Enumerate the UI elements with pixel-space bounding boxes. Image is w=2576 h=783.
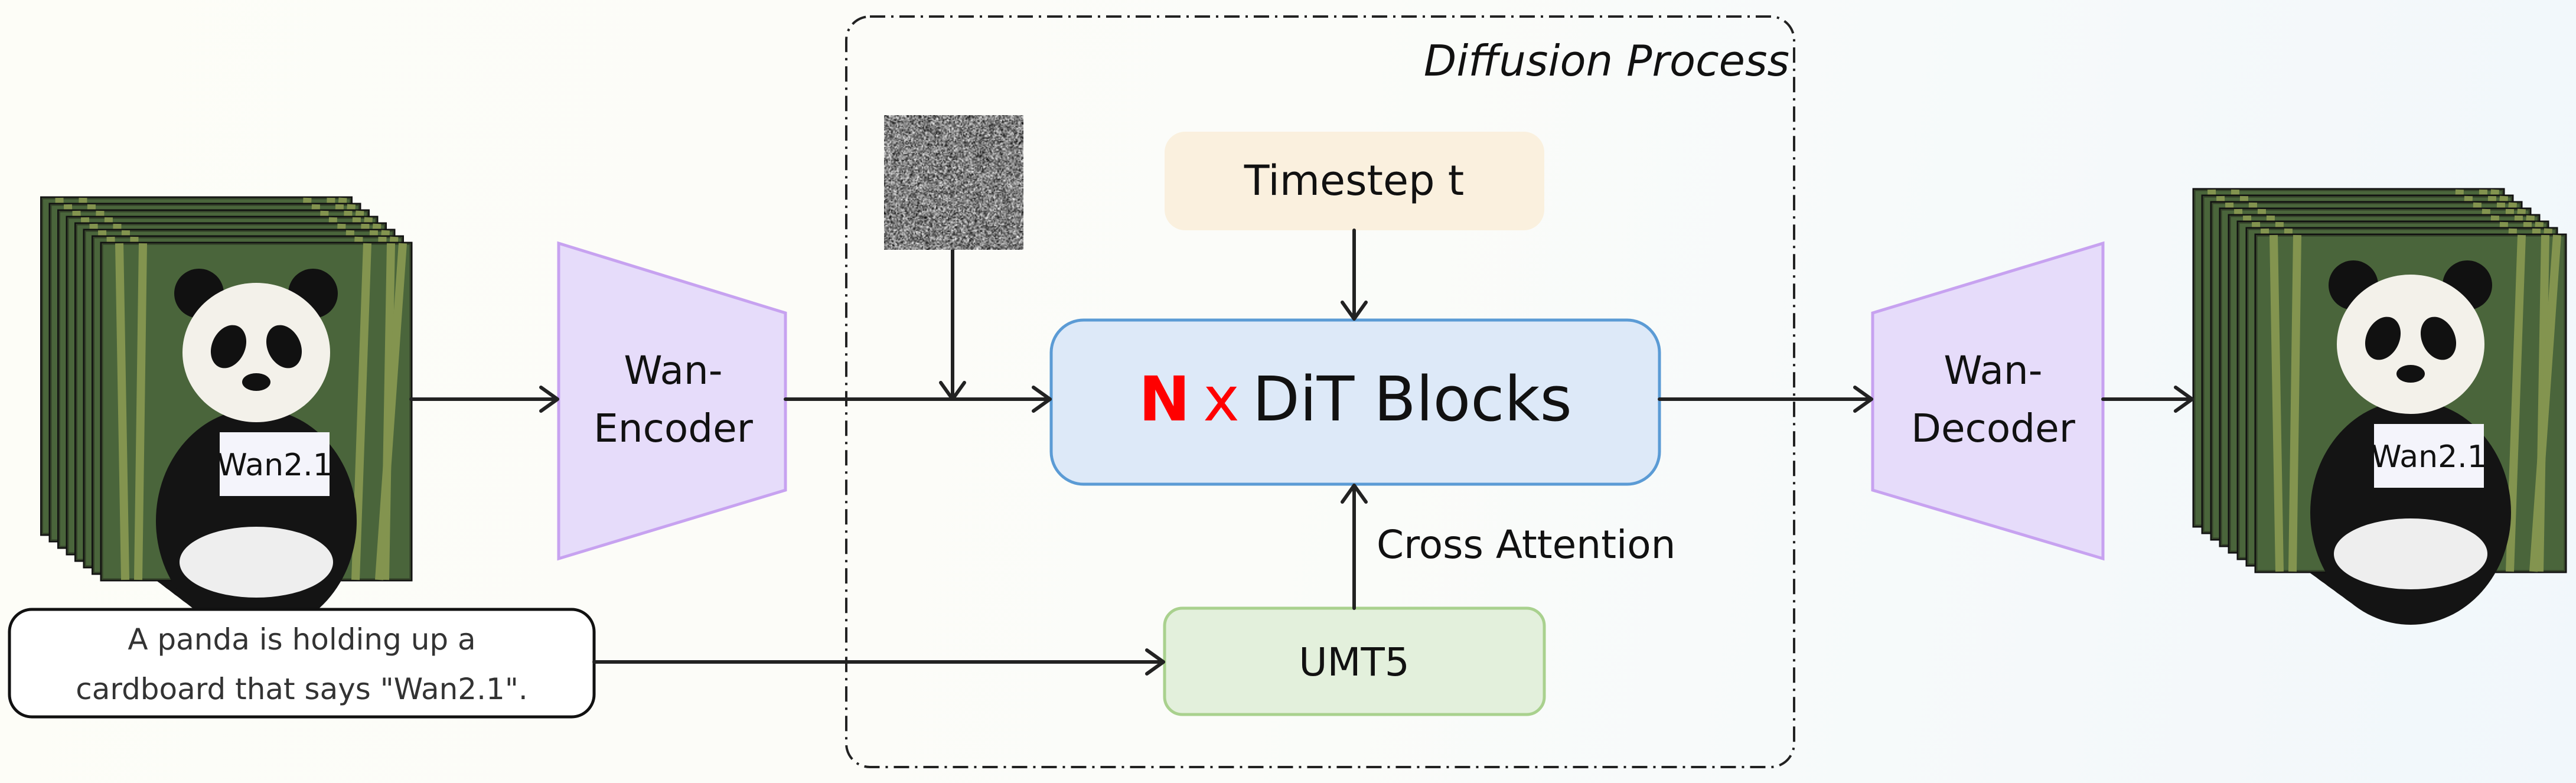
arrow-encoder-to-dit xyxy=(785,387,1050,411)
input-video-frames xyxy=(42,198,412,633)
dit-times: x xyxy=(1203,363,1240,435)
gaussian-noise-image xyxy=(884,115,1023,250)
dit-label: NxDiT Blocks xyxy=(1139,363,1572,435)
encoder-label-line1: Wan- xyxy=(624,348,722,393)
video-frame xyxy=(2256,235,2565,625)
output-sign-text: Wan2.1 xyxy=(2371,439,2487,475)
wan-encoder xyxy=(559,243,785,559)
input-sign-text: Wan2.1 xyxy=(217,448,332,483)
dit-blocks-text: DiT Blocks xyxy=(1253,363,1572,435)
arrow-timestep-to-dit xyxy=(1342,230,1366,319)
arrow-dit-to-decoder xyxy=(1659,387,1871,411)
umt5-label: UMT5 xyxy=(1299,640,1410,685)
cross-attention-label: Cross Attention xyxy=(1377,522,1676,567)
arrow-video-to-encoder xyxy=(411,387,557,411)
dit-count: N xyxy=(1139,363,1190,435)
arrow-noise-down xyxy=(941,250,964,399)
output-video-frames xyxy=(2194,190,2565,625)
prompt-line2: cardboard that says "Wan2.1". xyxy=(76,672,527,706)
prompt-line1: A panda is holding up a xyxy=(128,622,475,657)
arrow-umt5-to-dit xyxy=(1342,485,1366,608)
arrow-decoder-to-video xyxy=(2103,387,2192,411)
arrow-prompt-to-umt5 xyxy=(594,650,1163,674)
video-frame xyxy=(102,243,411,633)
diffusion-process-title: Diffusion Process xyxy=(1424,36,1789,86)
decoder-label-line1: Wan- xyxy=(1944,348,2042,393)
timestep-label: Timestep t xyxy=(1244,156,1464,205)
encoder-label-line2: Encoder xyxy=(594,406,754,451)
wan-decoder xyxy=(1873,243,2103,559)
decoder-label-line2: Decoder xyxy=(1911,406,2076,451)
